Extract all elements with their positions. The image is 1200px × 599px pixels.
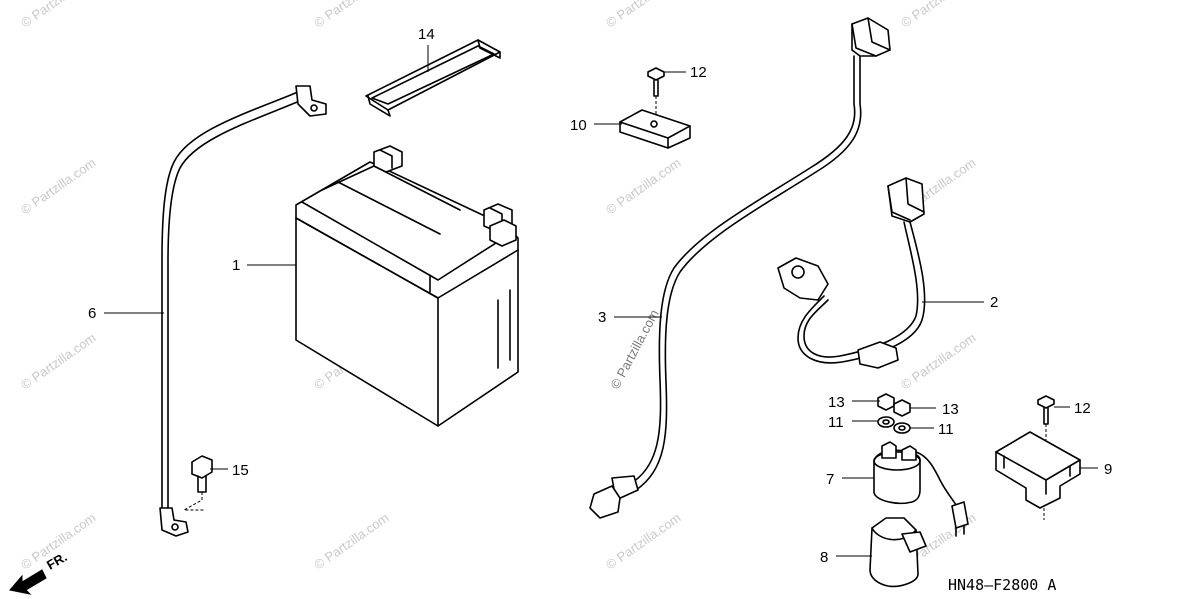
watermark: © Partzilla.com xyxy=(603,0,683,30)
watermark: © Partzilla.com xyxy=(311,510,391,573)
callout-10: 10 xyxy=(570,117,587,134)
starter-relay-part[interactable] xyxy=(873,441,969,537)
screw-part[interactable] xyxy=(647,67,665,114)
washer-part[interactable] xyxy=(877,416,895,428)
watermark: © Partzilla.com xyxy=(898,330,978,393)
callout-11: 11 xyxy=(938,421,954,438)
bolt-part[interactable] xyxy=(182,455,213,511)
callout-8: 8 xyxy=(820,549,828,566)
relay-rubber-part[interactable] xyxy=(869,517,927,588)
callout-11: 11 xyxy=(828,414,844,431)
callout-9: 9 xyxy=(1104,461,1112,478)
battery-strap-part[interactable] xyxy=(365,39,501,117)
watermark: © Partzilla.com xyxy=(603,510,683,573)
callout-12: 12 xyxy=(1074,400,1091,417)
callout-13: 13 xyxy=(942,401,959,418)
battery-part[interactable] xyxy=(295,145,519,427)
callout-6: 6 xyxy=(88,305,96,322)
callout-2: 2 xyxy=(990,294,998,311)
diagram-code: HN48—F2800 A xyxy=(948,576,1056,594)
bracket-part[interactable] xyxy=(619,109,691,149)
callout-7: 7 xyxy=(826,471,834,488)
washer-part[interactable] xyxy=(893,422,911,434)
watermark: © Partzilla.com xyxy=(18,330,98,393)
watermark: © Partzilla.com xyxy=(607,307,661,391)
battery-stay-rod-part[interactable] xyxy=(159,85,327,537)
watermark: © Partzilla.com xyxy=(18,155,98,218)
watermark: © Partzilla.com xyxy=(898,0,978,30)
front-arrow-icon xyxy=(9,569,47,595)
watermark: © Partzilla.com xyxy=(18,0,98,30)
watermark: © Partzilla.com xyxy=(603,155,683,218)
callout-labels: 1 2 3 6 7 8 9 10 11 11 12 12 13 13 14 15 xyxy=(88,26,1112,566)
callout-1: 1 xyxy=(232,257,240,274)
nut-part[interactable] xyxy=(877,393,895,411)
watermark: © Partzilla.com xyxy=(311,0,391,30)
starter-cable-part[interactable] xyxy=(589,17,891,519)
relay-cover-part[interactable] xyxy=(995,431,1081,520)
callout-12: 12 xyxy=(690,64,707,81)
screw-part[interactable] xyxy=(1037,395,1055,440)
callout-3: 3 xyxy=(598,309,606,326)
callout-14: 14 xyxy=(418,26,435,43)
battery-cable-part[interactable] xyxy=(777,177,926,369)
leader-lines xyxy=(104,45,1098,557)
callout-15: 15 xyxy=(232,462,249,479)
callout-13: 13 xyxy=(828,394,845,411)
nut-part[interactable] xyxy=(893,399,911,417)
